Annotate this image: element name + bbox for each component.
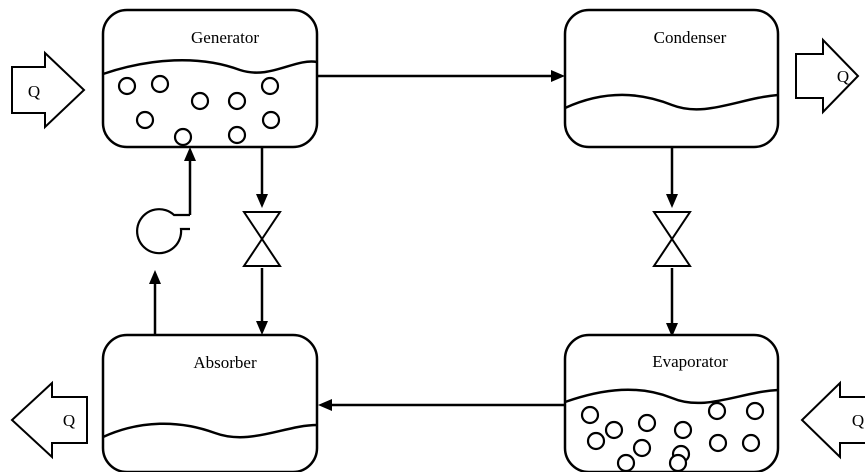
expansion-valve-right [652, 211, 692, 267]
bubble-icon [135, 110, 155, 130]
expansion-valve-left [242, 211, 282, 267]
pump-icon [136, 208, 190, 255]
flow-arrowhead [256, 194, 268, 208]
liquid-level [102, 422, 318, 439]
bubble-icon [586, 431, 606, 451]
flow-arrowhead [184, 147, 196, 161]
absorber-box [101, 333, 319, 472]
generator-vessel: Generator [101, 8, 319, 149]
heat-label: Q [852, 411, 864, 430]
heat-in-evaporator: Q [800, 380, 865, 460]
heat-out-absorber: Q [10, 380, 88, 460]
vapor-bubbles [117, 74, 281, 147]
absorber-vessel: Absorber [101, 333, 319, 472]
heat-in-generator: Q [11, 50, 86, 130]
heat-label: Q [63, 411, 75, 430]
vapor-bubbles [580, 401, 765, 472]
bubble-icon [632, 438, 652, 458]
flow-arrowhead [318, 399, 332, 411]
bubble-icon [227, 125, 247, 145]
evaporator-label: Evaporator [652, 352, 728, 371]
condenser-vessel: Condenser [563, 8, 780, 149]
condenser-box [563, 8, 780, 149]
heat-flow-arrow-icon [10, 380, 88, 460]
heat-label: Q [28, 82, 40, 101]
bubble-icon [117, 76, 137, 96]
bubble-icon [173, 127, 193, 147]
bubble-icon [673, 420, 693, 440]
flow-arrowhead [666, 323, 678, 337]
heat-flow-arrow-icon [795, 37, 860, 115]
heat-out-condenser: Q [795, 37, 860, 115]
bubble-icon [616, 453, 636, 472]
bubble-icon [707, 401, 727, 421]
heat-flow-arrow-icon [11, 50, 86, 130]
bubble-icon [637, 413, 657, 433]
bubble-icon [668, 453, 688, 472]
flow-arrowhead [149, 270, 161, 284]
liquid-level [564, 93, 779, 111]
piping [149, 70, 678, 411]
evaporator-vessel: Evaporator [563, 333, 780, 472]
generator-box [101, 8, 319, 149]
bubble-icon [580, 405, 600, 425]
solution-pump [136, 208, 190, 255]
bubble-icon [741, 433, 761, 453]
expansion-valve-icon [242, 211, 282, 267]
bubble-icon [708, 433, 728, 453]
absorber-label: Absorber [193, 353, 257, 372]
bubble-icon [745, 401, 765, 421]
liquid-level [564, 388, 779, 405]
liquid-level [102, 59, 318, 76]
bubble-icon [261, 110, 281, 130]
generator-label: Generator [191, 28, 259, 47]
flow-arrowhead [256, 321, 268, 335]
flow-arrowhead [666, 194, 678, 208]
bubble-icon [227, 91, 247, 111]
bubble-icon [604, 420, 624, 440]
bubble-icon [190, 91, 210, 111]
heat-label: Q [837, 67, 849, 86]
condenser-label: Condenser [654, 28, 727, 47]
bubble-icon [150, 74, 170, 94]
bubble-icon [260, 76, 280, 96]
heat-flow-arrow-icon [800, 380, 865, 460]
expansion-valve-icon [652, 211, 692, 267]
flow-arrowhead [551, 70, 565, 82]
